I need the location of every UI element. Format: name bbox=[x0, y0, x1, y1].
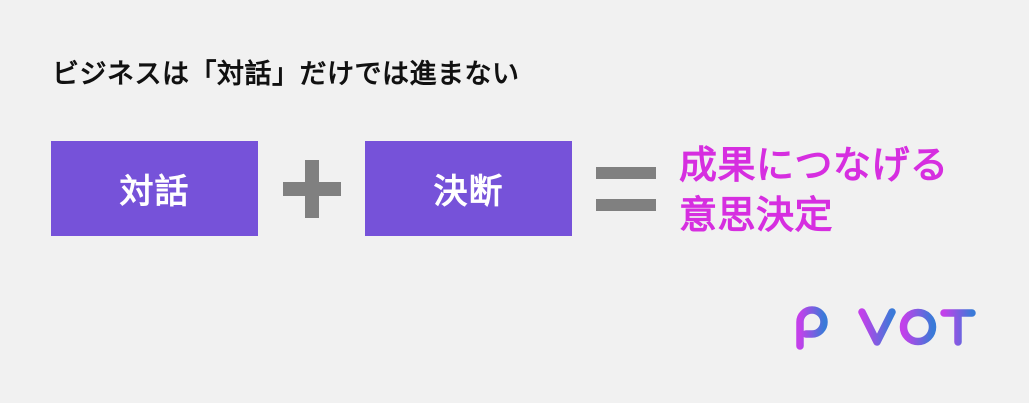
equals-icon bbox=[596, 167, 656, 211]
dialogue-box: 対話 bbox=[51, 141, 258, 236]
pivot-logo bbox=[796, 306, 976, 350]
dialogue-label: 対話 bbox=[119, 172, 190, 212]
headline: ビジネスは「対話」だけでは進まない bbox=[52, 59, 520, 90]
decision-label: 決断 bbox=[433, 172, 504, 212]
result-line-1: 成果につなげる bbox=[679, 143, 949, 187]
result-text: 成果につなげる 意思決定 bbox=[679, 140, 949, 240]
plus-icon bbox=[283, 160, 341, 218]
decision-box: 決断 bbox=[365, 141, 572, 236]
result-line-2: 意思決定 bbox=[679, 193, 834, 237]
